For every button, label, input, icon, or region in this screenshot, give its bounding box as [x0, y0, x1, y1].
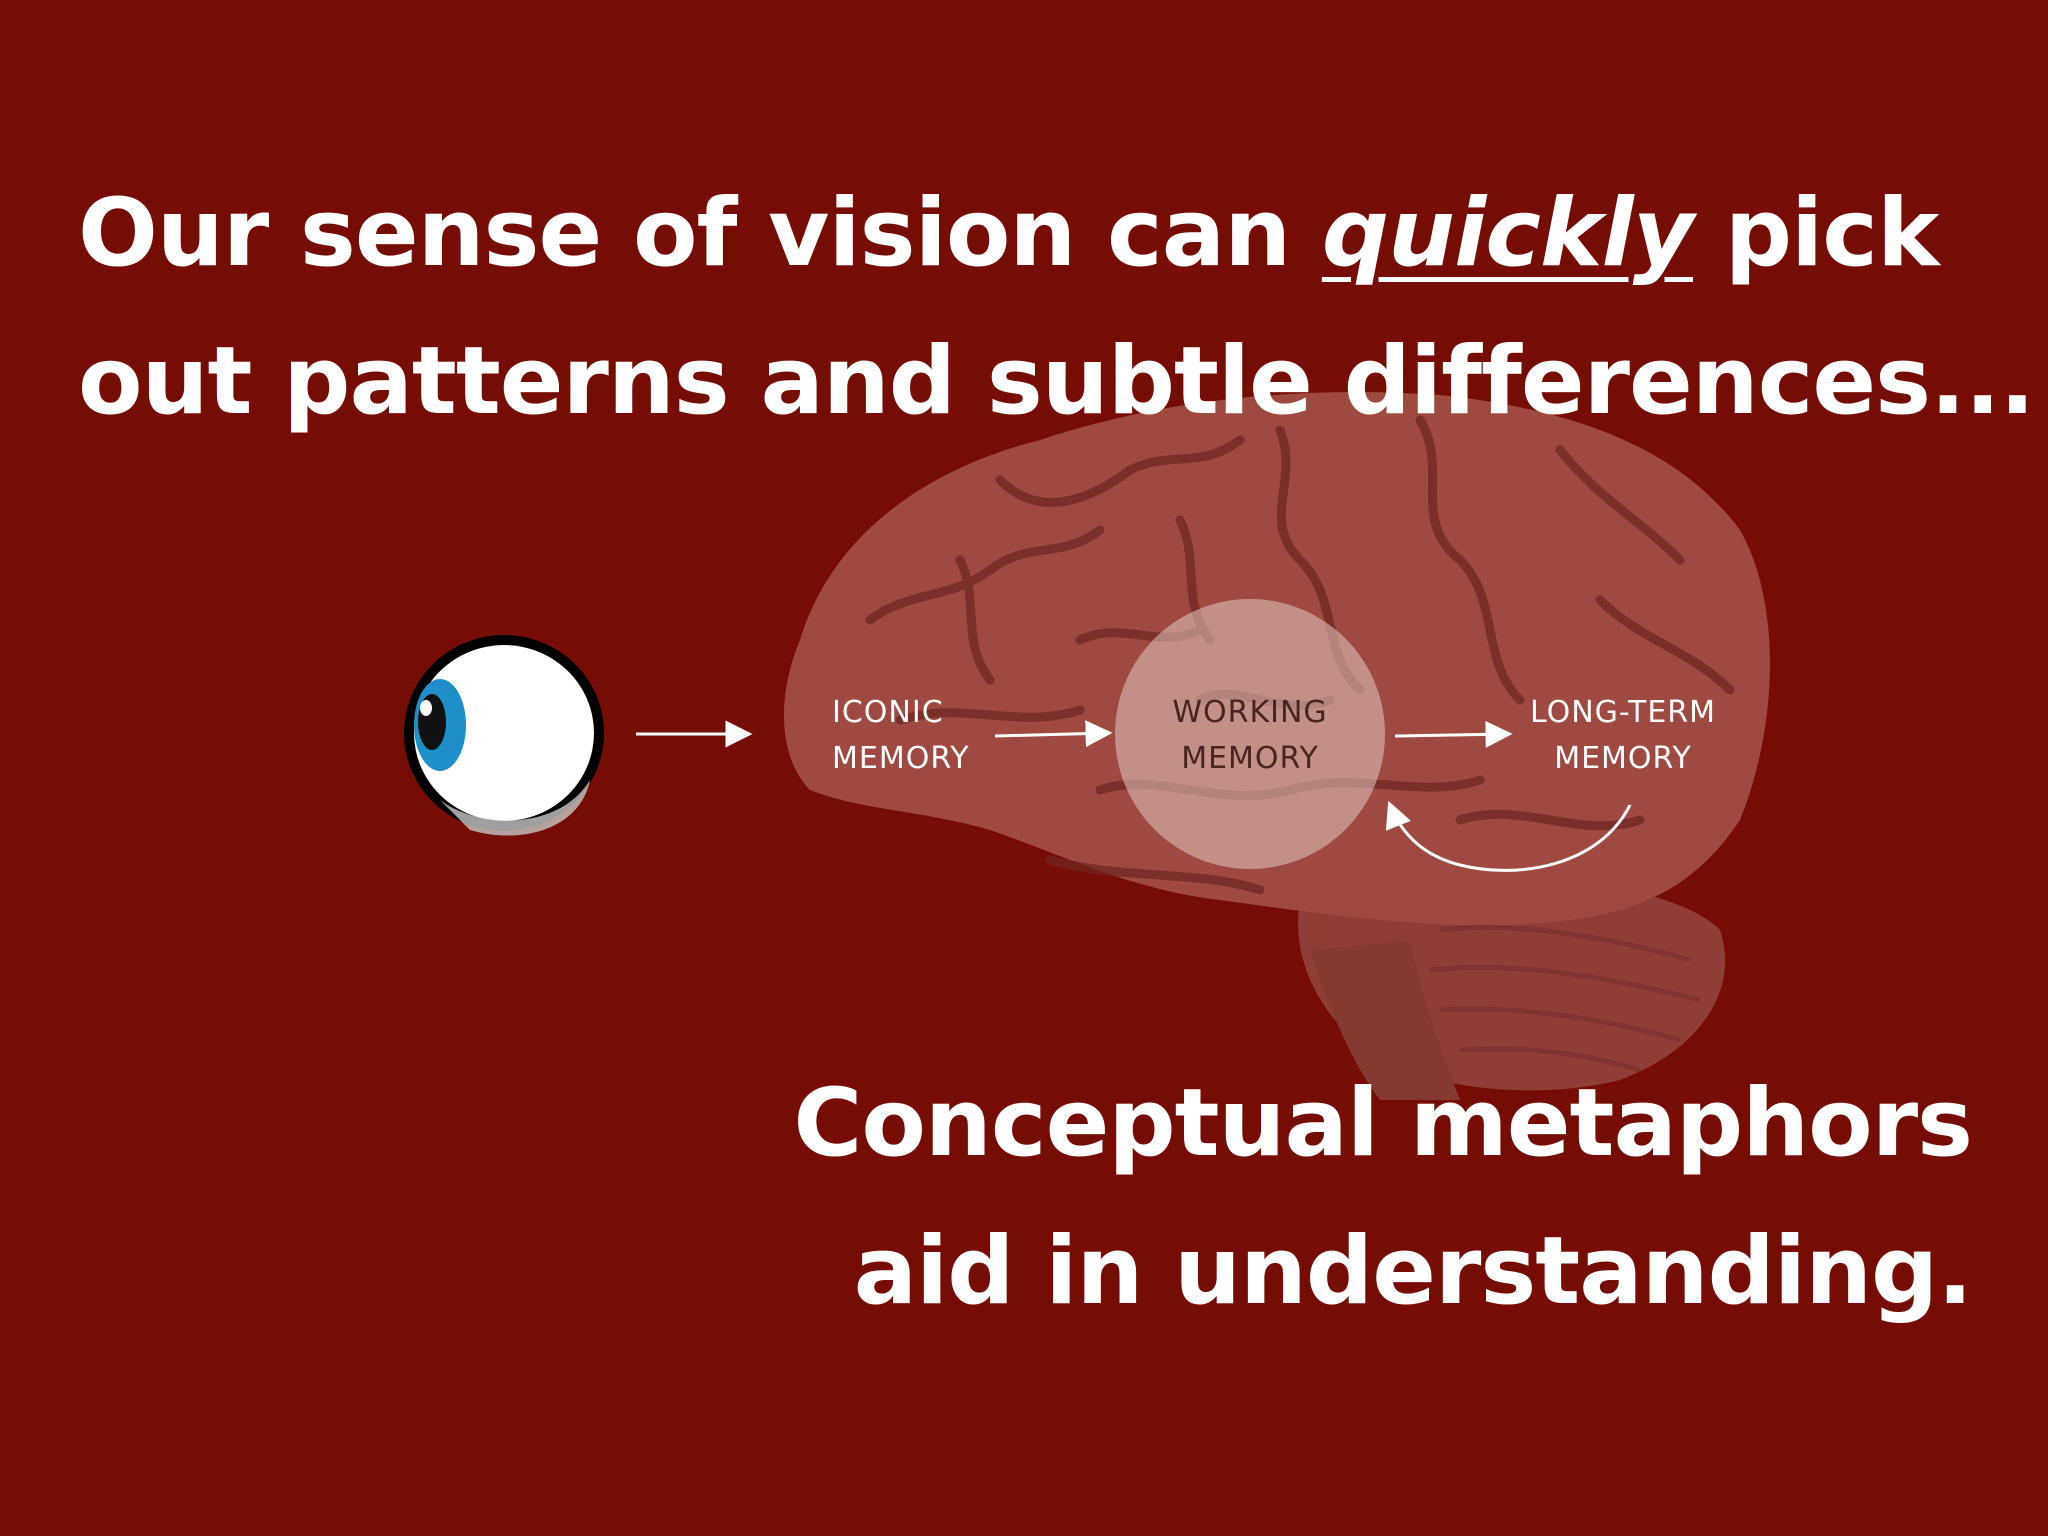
headline-line-2: out patterns and subtle differences...: [78, 327, 2035, 436]
conclusion-line-1: Conceptual metaphors: [793, 1069, 1973, 1178]
svg-text:ICONIC: ICONIC: [832, 695, 944, 730]
iconic-to-working-arrow: [994, 720, 1113, 748]
conclusion-line-2: aid in understanding.: [853, 1217, 1973, 1326]
headline-text-after: pick: [1693, 179, 1940, 288]
eye-icon: [404, 635, 604, 836]
long-term-memory-label: LONG-TERM MEMORY: [1530, 695, 1716, 776]
svg-text:MEMORY: MEMORY: [832, 741, 970, 776]
svg-text:LONG-TERM: LONG-TERM: [1530, 695, 1716, 730]
conclusion: Conceptual metaphors aid in understandin…: [572, 1050, 1973, 1346]
headline-emphasis: quickly: [1321, 179, 1694, 288]
svg-text:MEMORY: MEMORY: [1554, 741, 1692, 776]
working-to-longterm-arrow: [1394, 720, 1513, 748]
iconic-memory-label: ICONIC MEMORY: [832, 695, 970, 776]
svg-text:MEMORY: MEMORY: [1181, 741, 1319, 776]
longterm-to-working-arrow: [1385, 800, 1632, 872]
headline: Our sense of vision can quickly pick out…: [78, 160, 2038, 456]
svg-text:WORKING: WORKING: [1172, 695, 1327, 730]
headline-text-before: Our sense of vision can: [78, 179, 1322, 288]
working-memory-label: WORKING MEMORY: [1172, 695, 1327, 776]
headline-line-1: Our sense of vision can quickly pick: [78, 160, 2038, 308]
working-memory-circle: [1115, 599, 1385, 869]
